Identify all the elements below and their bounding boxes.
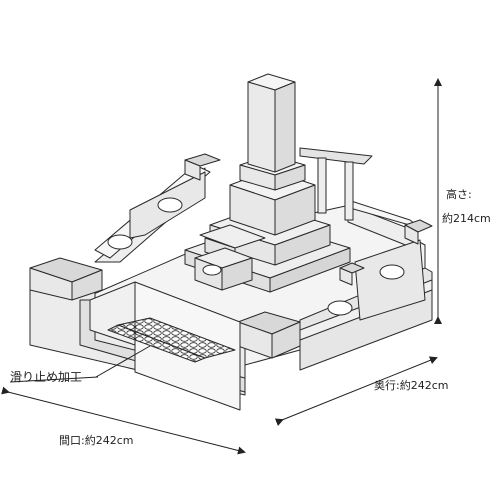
height-label: 高さ: bbox=[446, 188, 472, 201]
anti-slip-leader bbox=[95, 345, 151, 378]
depth-arrow bbox=[274, 356, 438, 426]
stupa-frame bbox=[299, 147, 373, 221]
height-value: 約214cm bbox=[442, 212, 491, 225]
depth-label: 奥行:約242cm bbox=[374, 379, 449, 392]
width-label: 間口:約242cm bbox=[59, 434, 134, 447]
anti-slip-label: 滑り止め加工 bbox=[10, 370, 83, 384]
width-arrow bbox=[1, 386, 246, 455]
grave-structure bbox=[29, 73, 433, 411]
right-rail-panel bbox=[354, 239, 426, 321]
